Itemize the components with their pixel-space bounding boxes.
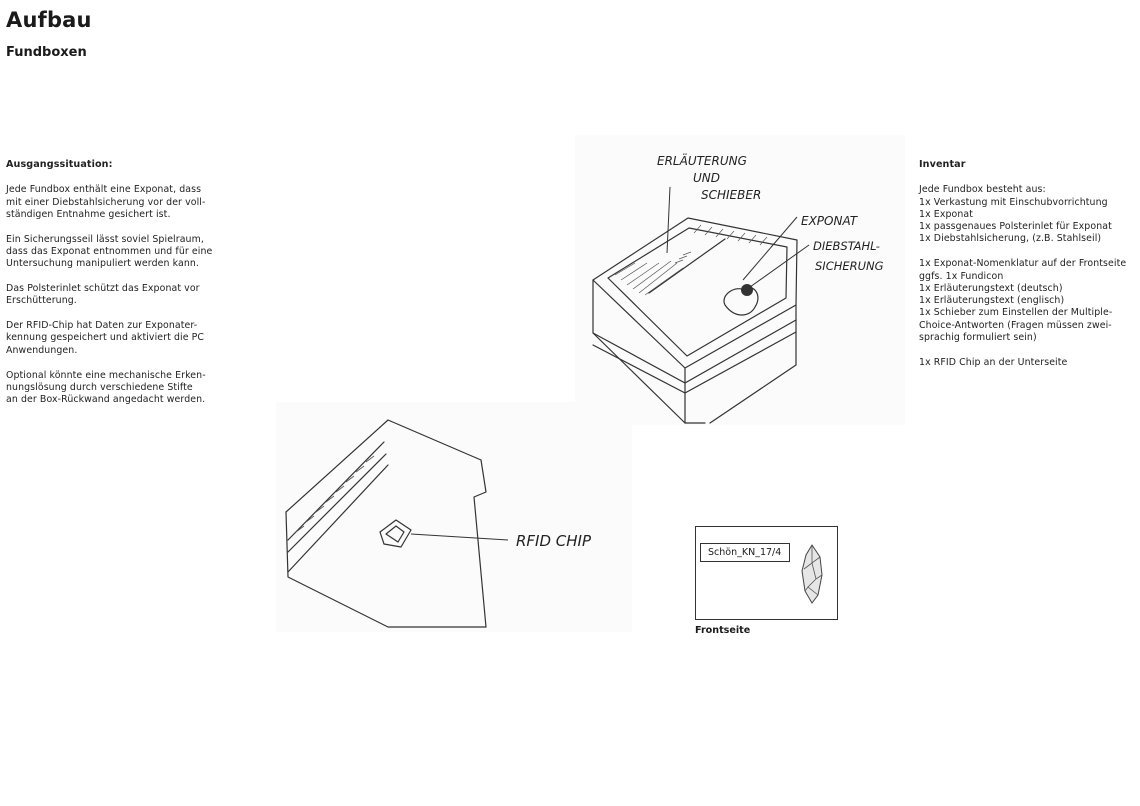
situation-heading: Ausgangssituation: xyxy=(6,159,113,170)
page-title: Aufbau xyxy=(6,8,92,32)
situation-paragraph: Jede Fundbox enthält eine Exponat, dass … xyxy=(6,184,206,220)
inventory-paragraph: 1x Exponat-Nomenklatur auf der Frontseit… xyxy=(919,258,1127,344)
situation-paragraph: Optional könnte eine mechanische Erken- … xyxy=(6,369,206,406)
inventory-paragraph: 1x RFID Chip an der Unterseite xyxy=(919,356,1068,368)
situation-paragraph: Der RFID-Chip hat Daten zur Exponater- k… xyxy=(6,320,205,356)
front-panel: Schön_KN_17/4 xyxy=(695,526,838,620)
box-underside-sketch: RFID CHIP xyxy=(276,402,632,632)
situation-paragraph: Ein Sicherungsseil lässt soviel Spielrau… xyxy=(6,233,213,270)
fundbox-sketch: ERLÄUTERUNG UND SCHIEBER EXPONAT DIEBSTA… xyxy=(575,135,905,425)
inventory-heading: Inventar xyxy=(919,159,966,170)
label-sicherung: SICHERUNG xyxy=(815,259,884,273)
inventory-column: Inventar Jede Fundbox besteht aus: 1x Ve… xyxy=(919,159,1139,382)
situation-column: Ausgangssituation: Jede Fundbox enthält … xyxy=(6,159,236,419)
label-exponat: EXPONAT xyxy=(801,214,859,228)
situation-paragraph: Das Polsterinlet schützt das Exponat vor… xyxy=(6,283,200,307)
front-caption: Frontseite xyxy=(695,625,751,636)
label-schieber: SCHIEBER xyxy=(701,188,761,202)
label-erlaeuterung: ERLÄUTERUNG xyxy=(657,153,747,168)
label-und: UND xyxy=(693,171,720,185)
inventory-paragraph: Jede Fundbox besteht aus: 1x Verkastung … xyxy=(919,184,1112,245)
label-diebstahl: DIEBSTAHL- xyxy=(813,239,880,253)
inventory-tag: Schön_KN_17/4 xyxy=(700,543,791,562)
stone-artifact-icon xyxy=(801,544,823,604)
label-rfid: RFID CHIP xyxy=(516,532,592,550)
page-subtitle: Fundboxen xyxy=(6,45,87,60)
